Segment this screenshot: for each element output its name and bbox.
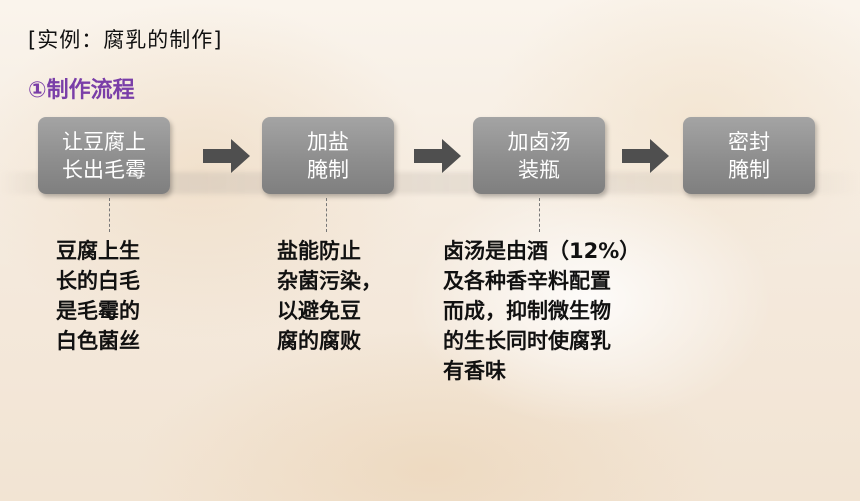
step-2-line-2: 腌制 <box>307 157 349 182</box>
step-box-3: 加卤汤 装瓶 <box>473 117 605 194</box>
section-subtitle: ①制作流程 <box>28 78 135 103</box>
step-3-line-2: 装瓶 <box>518 157 560 182</box>
right-arrow-icon <box>414 139 461 173</box>
step-3-line-1: 加卤汤 <box>507 129 571 154</box>
note-2-line-3: 以避免豆 <box>277 299 361 323</box>
right-arrow-icon <box>622 139 669 173</box>
note-3: 卤汤是由酒（12%） 及各种香辛料配置 而成，抑制微生物 的生长同时使腐乳 有香… <box>443 236 640 386</box>
step-box-1: 让豆腐上 长出毛霉 <box>38 117 170 194</box>
step-4-line-2: 腌制 <box>728 157 770 182</box>
step-4-line-1: 密封 <box>728 129 770 154</box>
note-1-line-3: 是毛霉的 <box>56 299 140 323</box>
step-1-line-2: 长出毛霉 <box>62 157 146 182</box>
step-box-2: 加盐 腌制 <box>262 117 394 194</box>
note-2: 盐能防止 杂菌污染， 以避免豆 腐的腐败 <box>277 236 382 356</box>
flow-shadow-band <box>0 172 860 194</box>
note-3-line-2: 及各种香辛料配置 <box>443 269 611 293</box>
connector-line-2 <box>326 198 327 232</box>
note-1-line-2: 长的白毛 <box>56 269 140 293</box>
note-3-line-5: 有香味 <box>443 359 506 383</box>
right-arrow-icon <box>203 139 250 173</box>
step-box-4: 密封 腌制 <box>683 117 815 194</box>
note-1-line-4: 白色菌丝 <box>56 329 140 353</box>
connector-line-1 <box>109 198 110 232</box>
note-2-line-1: 盐能防止 <box>277 239 361 263</box>
note-3-line-3: 而成，抑制微生物 <box>443 299 611 323</box>
step-2-line-1: 加盐 <box>307 129 349 154</box>
note-1: 豆腐上生 长的白毛 是毛霉的 白色菌丝 <box>56 236 140 356</box>
note-1-line-1: 豆腐上生 <box>56 239 140 263</box>
page-title: [实例：腐乳的制作] <box>28 28 223 52</box>
step-1-line-1: 让豆腐上 <box>62 129 146 154</box>
note-3-line-4: 的生长同时使腐乳 <box>443 329 611 353</box>
note-2-line-4: 腐的腐败 <box>277 329 361 353</box>
connector-line-3 <box>539 198 540 232</box>
note-2-line-2: 杂菌污染， <box>277 269 382 293</box>
note-3-line-1: 卤汤是由酒（12%） <box>443 239 641 263</box>
